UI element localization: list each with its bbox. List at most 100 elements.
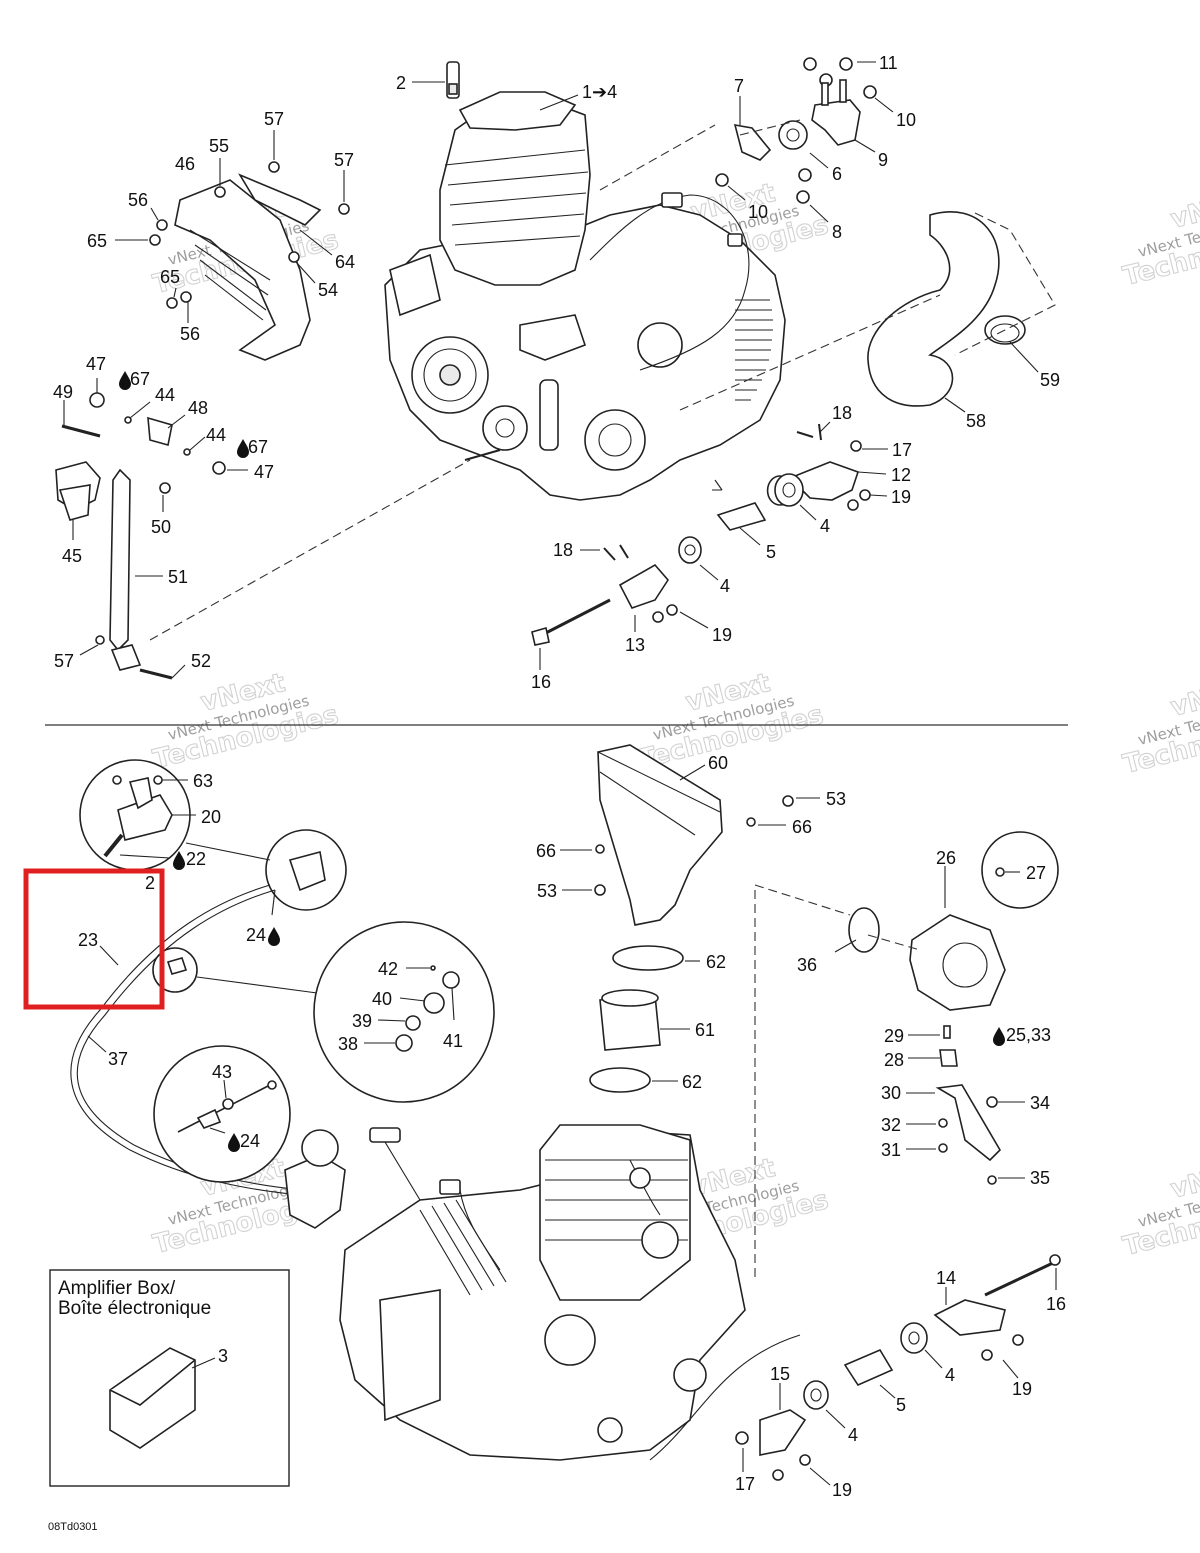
- oil-drop-icon: [173, 851, 185, 870]
- choke-detail: [153, 1045, 291, 1183]
- callout-45: 45: [62, 546, 82, 566]
- callout-49: 49: [53, 382, 73, 402]
- callout-12: 12: [891, 465, 911, 485]
- callout-35: 35: [1030, 1168, 1050, 1188]
- callout-6: 6: [832, 164, 842, 184]
- highlight-box-callout-23: [23, 868, 165, 1010]
- callout-57: 57: [54, 651, 74, 671]
- callout-37: 37: [108, 1049, 128, 1069]
- callout-57: 57: [334, 150, 354, 170]
- callout-57: 57: [264, 109, 284, 129]
- callout-2: 2: [396, 73, 406, 93]
- upper-engine-drawing: [384, 61, 786, 501]
- callout-11: 11: [879, 53, 898, 73]
- callout-23: 23: [78, 930, 98, 950]
- callout-17: 17: [892, 440, 912, 460]
- oil-drop-icons: [119, 371, 1005, 1152]
- callout-58: 58: [966, 411, 986, 431]
- watermark-line1: vNext: [1168, 1155, 1200, 1205]
- callout-1-4: 1➔4: [582, 82, 617, 102]
- callout-44: 44: [206, 425, 226, 445]
- callout-13: 13: [625, 635, 645, 655]
- callout-3: 3: [218, 1346, 228, 1366]
- callout-10: 10: [896, 110, 916, 130]
- callout-60: 60: [708, 753, 728, 773]
- amplifier-box-panel: Amplifier Box/ Boîte électronique 3: [49, 1269, 290, 1487]
- callout-48: 48: [188, 398, 208, 418]
- callout-53: 53: [537, 881, 557, 901]
- callout-54: 54: [318, 280, 338, 300]
- callout-67: 67: [248, 437, 268, 457]
- callout-56: 56: [128, 190, 148, 210]
- oil-drop-icon: [228, 1133, 240, 1152]
- callout-51: 51: [168, 567, 188, 587]
- callout-19: 19: [891, 487, 911, 507]
- pilot-jet-detail: [313, 921, 495, 1103]
- callout-39: 39: [352, 1011, 372, 1031]
- callout-8: 8: [832, 222, 842, 242]
- callout-7: 7: [734, 76, 744, 96]
- callout-25-33: 25,33: [1006, 1025, 1051, 1045]
- leader-lines: [63, 61, 1057, 1486]
- upper-guide-lines: [149, 119, 1056, 641]
- lower-guide-lines: [649, 884, 921, 1461]
- callout-4: 4: [720, 576, 730, 596]
- watermark-line1: vNext: [1168, 185, 1200, 235]
- callout-9: 9: [878, 150, 888, 170]
- callout-66: 66: [792, 817, 812, 837]
- callout-4: 4: [820, 516, 830, 536]
- callout-50: 50: [151, 517, 171, 537]
- callout-47: 47: [254, 462, 274, 482]
- callout-42: 42: [378, 959, 398, 979]
- callout-22: 22: [186, 849, 206, 869]
- callout-19: 19: [832, 1480, 852, 1500]
- callout-17: 17: [735, 1474, 755, 1494]
- air-intake-assembly: [589, 744, 794, 1093]
- callout-46: 46: [175, 154, 195, 174]
- callout-67: 67: [130, 369, 150, 389]
- callout-19: 19: [1012, 1379, 1032, 1399]
- callout-4: 4: [848, 1425, 858, 1445]
- callout-28: 28: [884, 1050, 904, 1070]
- callout-47: 47: [86, 354, 106, 374]
- callout-38: 38: [338, 1034, 358, 1054]
- carburetor-small: [284, 1127, 421, 1229]
- callout-65: 65: [87, 231, 107, 251]
- upper-engine-mounts: [531, 423, 871, 646]
- upper-right-mounts: [715, 57, 1026, 407]
- callout-55: 55: [209, 136, 229, 156]
- callout-20: 20: [201, 807, 221, 827]
- callout-5: 5: [896, 1395, 906, 1415]
- callout-62: 62: [682, 1072, 702, 1092]
- callout-24: 24: [246, 925, 266, 945]
- callout-31: 31: [881, 1140, 901, 1160]
- callout-63: 63: [193, 771, 213, 791]
- callout-19: 19: [712, 625, 732, 645]
- callout-4: 4: [945, 1365, 955, 1385]
- amplifier-title-fr: Boîte électronique: [58, 1298, 211, 1319]
- drawing-code: 08Td0301: [48, 1521, 98, 1533]
- callout-14: 14: [936, 1268, 956, 1288]
- callout-40: 40: [372, 989, 392, 1009]
- lower-engine-drawing: [339, 1124, 746, 1461]
- callout-61: 61: [695, 1020, 715, 1040]
- callout-36: 36: [797, 955, 817, 975]
- callout-labels: 2 1➔4 7 11 10 6 9 10 8 57 55 46 57 56 65…: [53, 53, 1066, 1500]
- callout-5: 5: [766, 542, 776, 562]
- carburetor-assembly: [848, 831, 1059, 1185]
- callout-29: 29: [884, 1026, 904, 1046]
- callout-64: 64: [335, 252, 355, 272]
- callout-41: 41: [443, 1031, 463, 1051]
- callout-65: 65: [160, 267, 180, 287]
- callout-16: 16: [531, 672, 551, 692]
- callout-52: 52: [191, 651, 211, 671]
- callout-18: 18: [832, 403, 852, 423]
- lower-engine-mounts: [735, 1254, 1061, 1481]
- callout-59: 59: [1040, 370, 1060, 390]
- callout-15: 15: [770, 1364, 790, 1384]
- oil-drop-icon: [993, 1027, 1005, 1046]
- callout-53: 53: [826, 789, 846, 809]
- throttle-detail: [79, 759, 347, 994]
- callout-34: 34: [1030, 1093, 1050, 1113]
- callout-26: 26: [936, 848, 956, 868]
